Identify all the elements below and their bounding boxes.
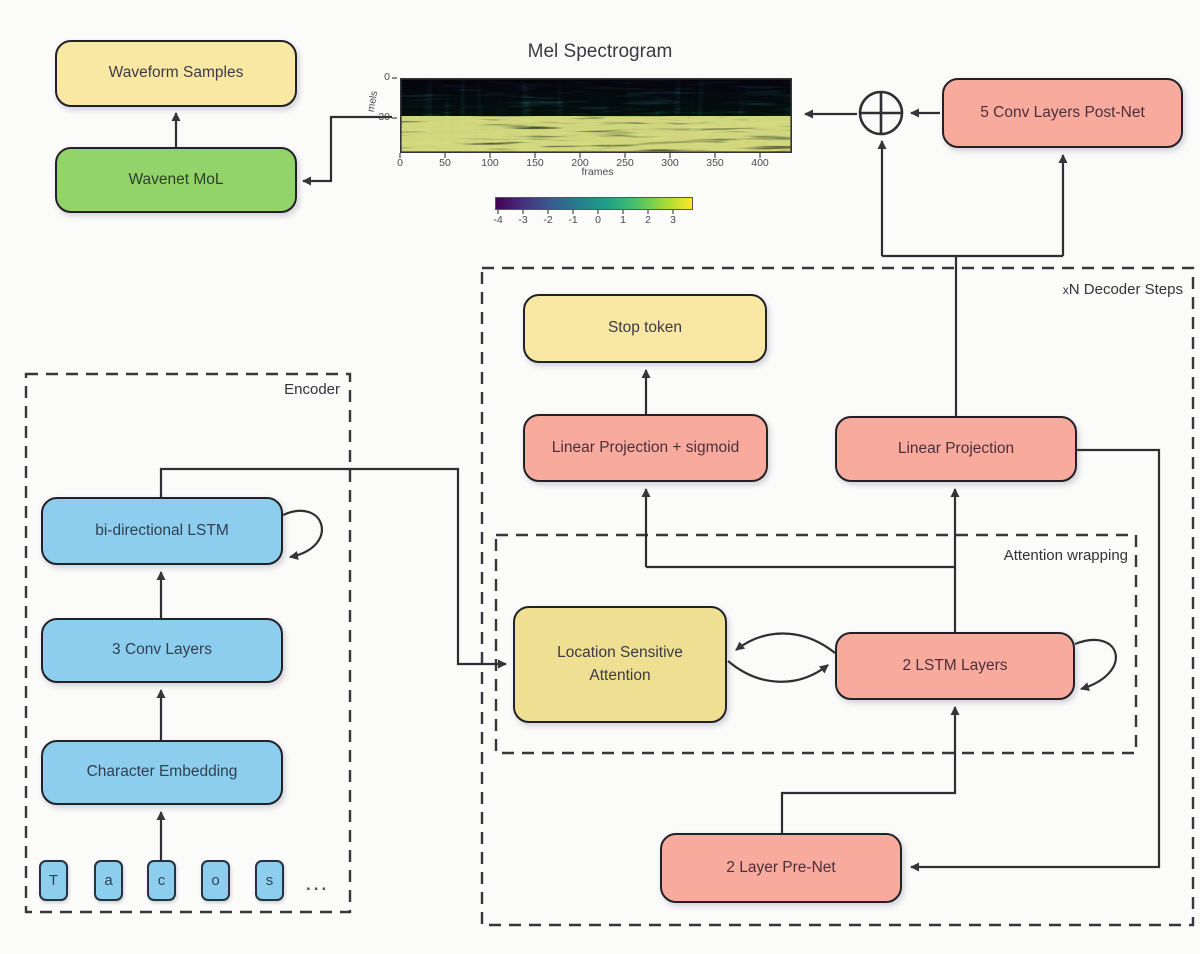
node-waveform-samples[interactable]: Waveform Samples xyxy=(55,40,297,107)
node-bidirectional-lstm[interactable]: bi-directional LSTM xyxy=(41,497,283,565)
arrow-lstm-to-attention xyxy=(735,632,836,654)
node-2-layer-prenet[interactable]: 2 Layer Pre-Net xyxy=(660,833,902,903)
attention-wrapping-label: Attention wrapping xyxy=(1003,547,1128,564)
input-char-box[interactable]: a xyxy=(94,860,123,901)
mel-x-tick: 400 xyxy=(751,157,769,169)
mel-y-tick: 30 xyxy=(378,111,390,123)
arrow-spectrogram-to-wavenet xyxy=(302,115,392,186)
encoder-group-outline xyxy=(24,372,352,914)
mel-x-axis-label: frames xyxy=(581,166,614,178)
sum-icon xyxy=(858,90,904,136)
mel-y-tick: 0 xyxy=(384,71,390,83)
input-char-box[interactable]: o xyxy=(201,860,230,901)
mel-x-tick: 200 xyxy=(571,157,589,169)
mel-spectrogram-plot xyxy=(400,78,792,153)
arrow-prenet-to-lstm xyxy=(780,706,960,833)
axis-ticks xyxy=(392,77,761,214)
colorbar-tick: -4 xyxy=(493,214,503,226)
colorbar-tick: -2 xyxy=(543,214,553,226)
colorbar xyxy=(495,197,693,210)
colorbar-tick: 0 xyxy=(595,214,601,226)
node-character-embedding[interactable]: Character Embedding xyxy=(41,740,283,805)
encoder-group-label: Encoder xyxy=(284,381,340,398)
mel-x-tick: 100 xyxy=(481,157,499,169)
colorbar-tick: -1 xyxy=(568,214,578,226)
node-postnet[interactable]: 5 Conv Layers Post-Net xyxy=(942,78,1183,148)
arrow-encoder-to-attention xyxy=(159,467,507,669)
mel-x-tick: 150 xyxy=(526,157,544,169)
node-stop-token[interactable]: Stop token xyxy=(523,294,767,363)
mel-x-tick: 300 xyxy=(661,157,679,169)
decoder-group-label: xN Decoder Steps xyxy=(1062,281,1183,298)
attention-wrapping-outline xyxy=(494,533,1138,755)
decoder-group-outline xyxy=(480,266,1195,927)
mel-x-tick: 50 xyxy=(439,157,451,169)
node-3-conv-layers[interactable]: 3 Conv Layers xyxy=(41,618,283,683)
node-linear-projection-sigmoid[interactable]: Linear Projection + sigmoid xyxy=(523,414,768,482)
arrow-feedback-to-prenet xyxy=(910,448,1161,872)
mel-x-tick: 0 xyxy=(397,157,403,169)
input-char-box[interactable]: s xyxy=(255,860,284,901)
node-2-lstm-layers[interactable]: 2 LSTM Layers xyxy=(835,632,1075,700)
lstm-self-loop xyxy=(1074,638,1117,692)
mel-spectrogram-title: Mel Spectrogram xyxy=(527,41,673,62)
mel-x-tick: 250 xyxy=(616,157,634,169)
input-ellipsis: ... xyxy=(306,875,330,894)
input-char-box[interactable]: c xyxy=(147,860,176,901)
node-linear-projection[interactable]: Linear Projection xyxy=(835,416,1077,482)
arrow-attention-to-lstm xyxy=(727,660,829,683)
colorbar-tick: 2 xyxy=(645,214,651,226)
decoder-label-prefix: x xyxy=(1062,283,1069,297)
mel-x-tick: 350 xyxy=(706,157,724,169)
bilstm-self-loop xyxy=(282,509,323,560)
colorbar-tick: -3 xyxy=(518,214,528,226)
input-char-box[interactable]: T xyxy=(39,860,68,901)
colorbar-tick: 3 xyxy=(670,214,676,226)
arrows xyxy=(156,77,1161,872)
node-location-sensitive-attention[interactable]: Location Sensitive Attention xyxy=(513,606,727,723)
colorbar-tick: 1 xyxy=(620,214,626,226)
node-wavenet-mol[interactable]: Wavenet MoL xyxy=(55,147,297,213)
